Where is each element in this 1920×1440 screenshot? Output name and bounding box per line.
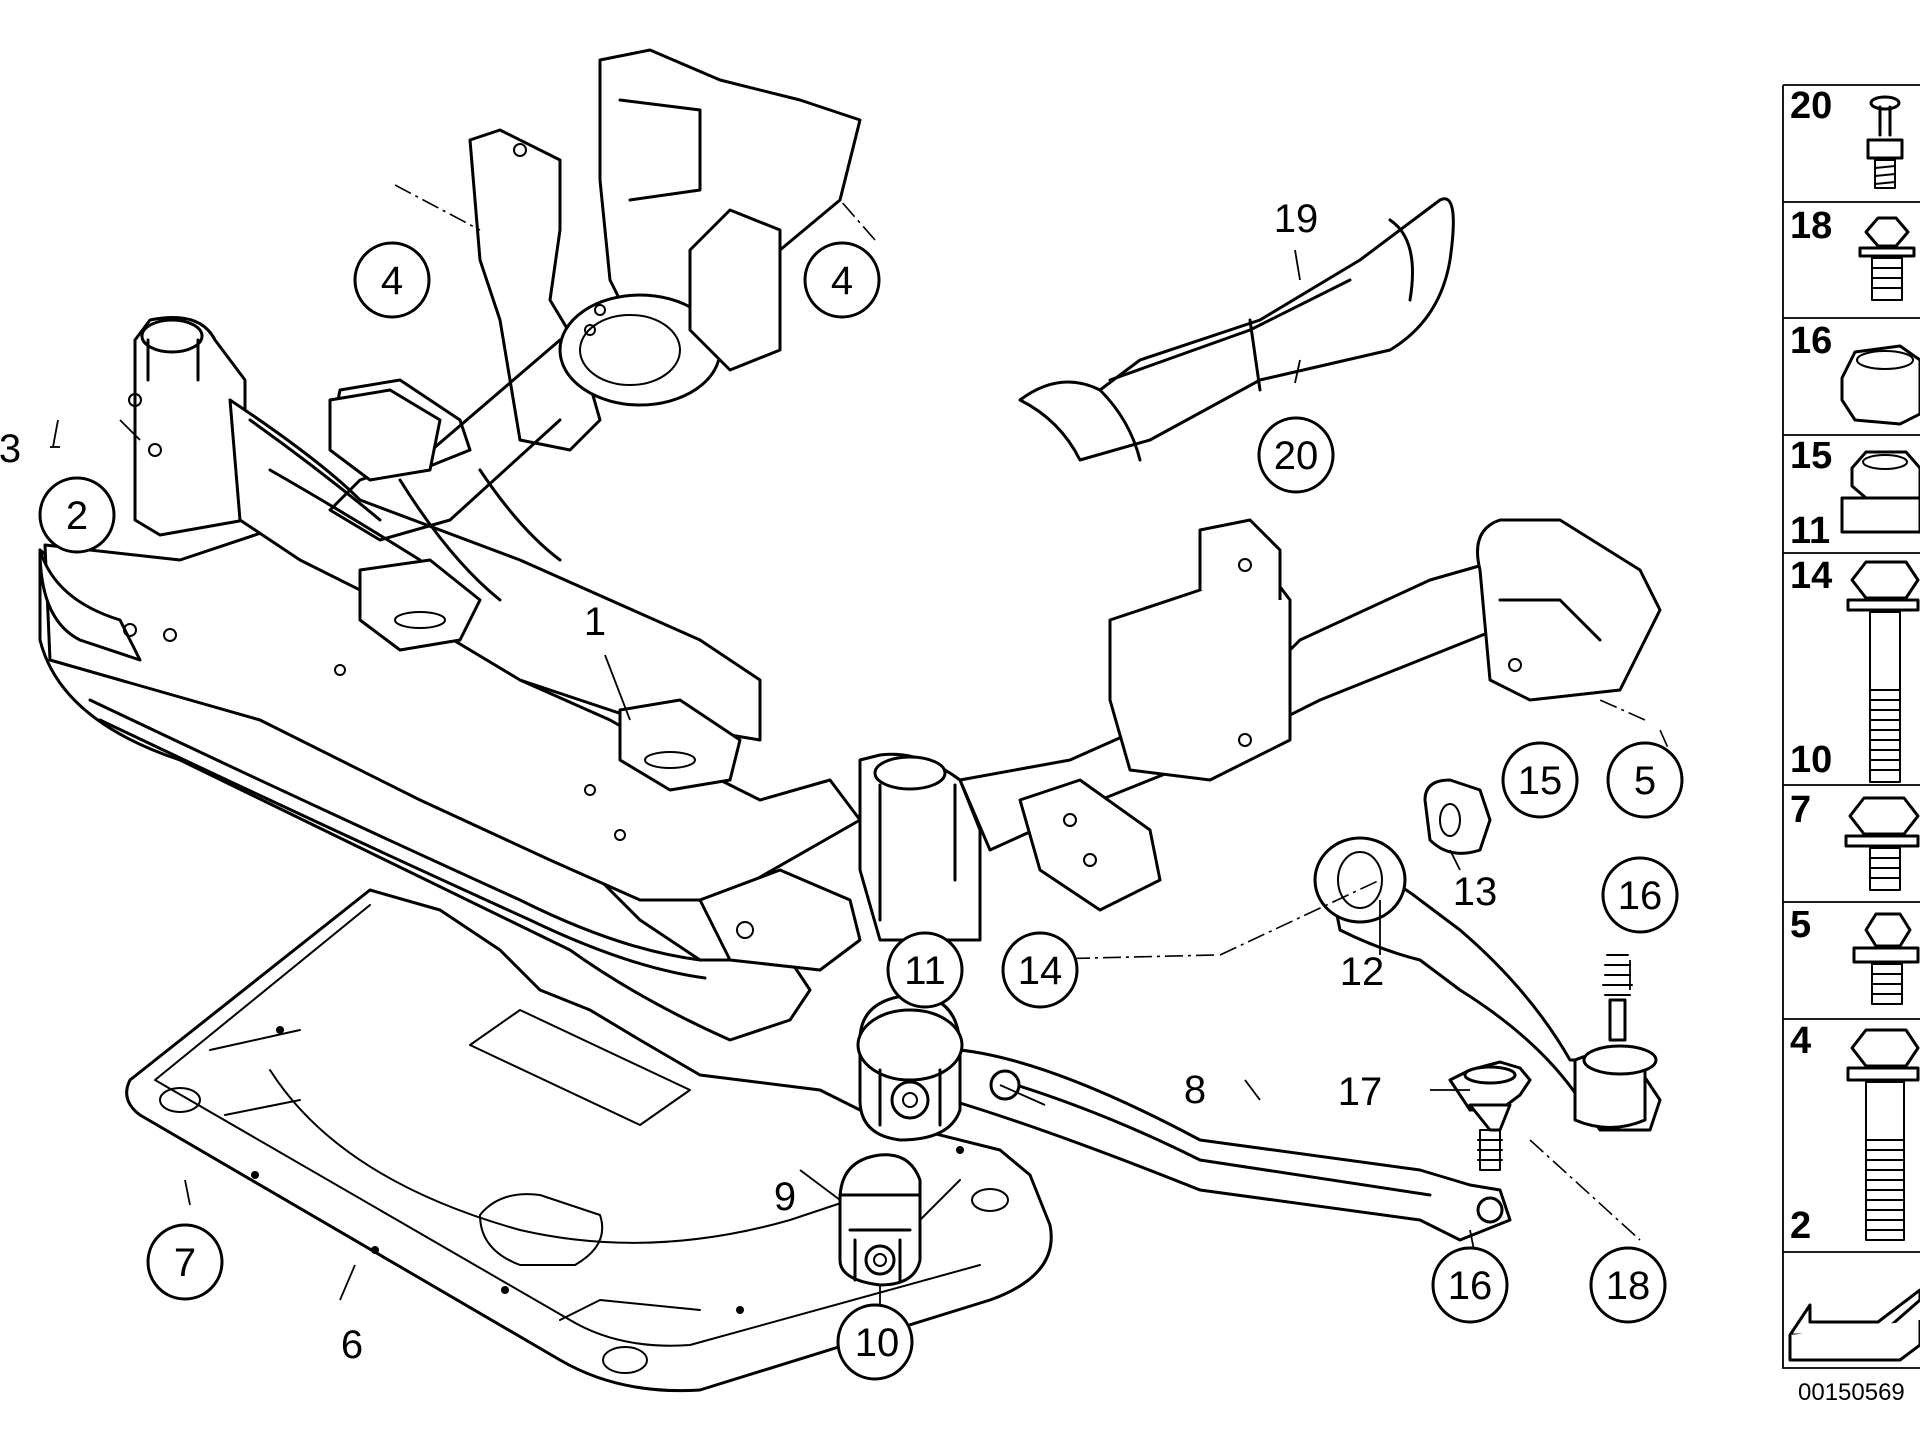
direction-arrow-icon — [1788, 1288, 1920, 1362]
table-label-15: 15 — [1790, 435, 1832, 477]
label-1: 1 — [584, 600, 606, 644]
label-15: 15 — [1518, 759, 1563, 803]
nut-icon — [1840, 344, 1920, 426]
table-label-2: 2 — [1790, 1205, 1811, 1247]
label-9: 9 — [774, 1175, 796, 1219]
label-16-upper: 16 — [1618, 874, 1663, 918]
heat-shield — [1018, 197, 1455, 462]
rubber-mount-upper — [856, 993, 964, 1142]
label-5: 5 — [1634, 759, 1656, 803]
label-8: 8 — [1184, 1068, 1206, 1112]
table-label-4: 4 — [1790, 1020, 1811, 1062]
long-bolt-icon — [1846, 560, 1920, 783]
table-label-20: 20 — [1790, 85, 1832, 127]
table-label-5: 5 — [1790, 904, 1811, 946]
bolt-icon — [1858, 216, 1916, 301]
label-10: 10 — [855, 1321, 900, 1365]
label-12: 12 — [1340, 950, 1385, 994]
table-label-14: 14 — [1790, 555, 1832, 597]
table-label-10: 10 — [1790, 739, 1832, 781]
label-2: 2 — [66, 494, 88, 538]
underbody-shield — [125, 888, 1053, 1393]
bolt-washer-icon — [1852, 912, 1920, 1005]
table-label-7: 7 — [1790, 789, 1811, 831]
rubber-mount-lower — [838, 1153, 922, 1287]
diagram-code: 00150569 — [1798, 1379, 1905, 1406]
screw-icon — [1866, 95, 1904, 189]
callout-circles — [38, 241, 1684, 1381]
label-14: 14 — [1018, 949, 1063, 993]
label-7: 7 — [174, 1241, 196, 1285]
upper-strut-bracket — [328, 48, 862, 542]
front-axle-carrier — [38, 316, 1662, 1042]
label-4-right: 4 — [831, 259, 853, 303]
hex-bolt-icon — [1844, 796, 1920, 891]
table-label-16: 16 — [1790, 320, 1832, 362]
label-20: 20 — [1274, 434, 1319, 478]
wishbone — [948, 1048, 1512, 1242]
label-3: 3 — [0, 427, 21, 471]
part-labels: 1 2 3 4 4 5 6 7 8 9 10 11 12 13 14 15 16… — [0, 197, 1662, 1367]
table-label-11: 11 — [1790, 510, 1830, 552]
label-4-left: 4 — [381, 259, 403, 303]
carrier-bolt-icon — [1846, 1028, 1920, 1241]
label-11: 11 — [904, 949, 946, 993]
ball-joint — [1448, 1060, 1532, 1171]
label-13: 13 — [1453, 870, 1498, 914]
tension-strut — [1313, 778, 1662, 1132]
label-18: 18 — [1606, 1264, 1651, 1308]
label-6: 6 — [341, 1323, 363, 1367]
flange-nut-icon — [1840, 450, 1920, 534]
label-19: 19 — [1274, 197, 1319, 241]
table-label-18: 18 — [1790, 205, 1832, 247]
label-17: 17 — [1338, 1070, 1383, 1114]
fastener-table: 20 18 16 15 11 14 10 7 5 4 2 — [1782, 84, 1920, 1369]
label-16-lower: 16 — [1448, 1264, 1493, 1308]
